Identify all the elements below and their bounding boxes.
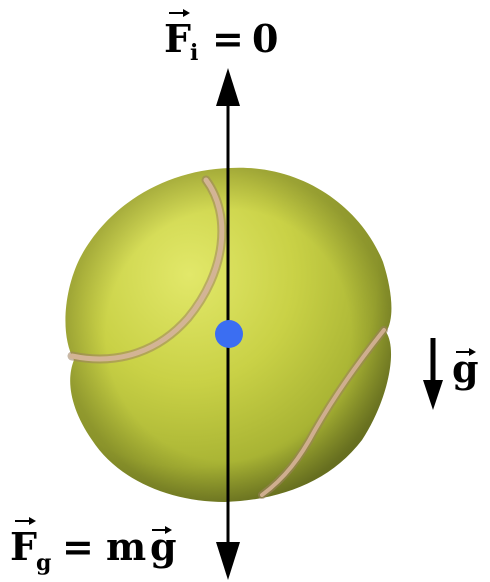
fg-equals: = [62, 524, 94, 569]
downward-arrowhead [216, 542, 240, 580]
fi-symbol: F [164, 16, 191, 61]
fg-mass: m [106, 524, 146, 569]
vector-arrowhead-g-right [469, 348, 476, 356]
ball-seam-upper-highlight [69, 177, 225, 362]
vector-arrowhead-fg [29, 517, 36, 525]
vector-arrowhead-g-bottom [165, 526, 172, 534]
ball-seam-lower-highlight [260, 328, 386, 497]
label-gravity-vector: g [452, 346, 479, 391]
fi-value: 0 [252, 16, 278, 61]
gravity-arrowhead [423, 380, 443, 410]
fi-subscript: i [190, 40, 198, 66]
fg-gravity: g [150, 524, 177, 569]
label-inertial-force: F i = 0 [164, 9, 278, 66]
fg-subscript: g [36, 550, 51, 576]
upward-arrowhead [216, 68, 240, 106]
fi-equals: = [212, 16, 244, 61]
center-of-mass-dot [215, 320, 243, 348]
vector-arrowhead-fi [183, 9, 190, 17]
g-symbol-right: g [452, 346, 479, 391]
gravity-direction-arrow [423, 338, 443, 410]
fg-symbol: F [10, 524, 37, 569]
label-gravitational-force: F g = m g [10, 517, 177, 576]
